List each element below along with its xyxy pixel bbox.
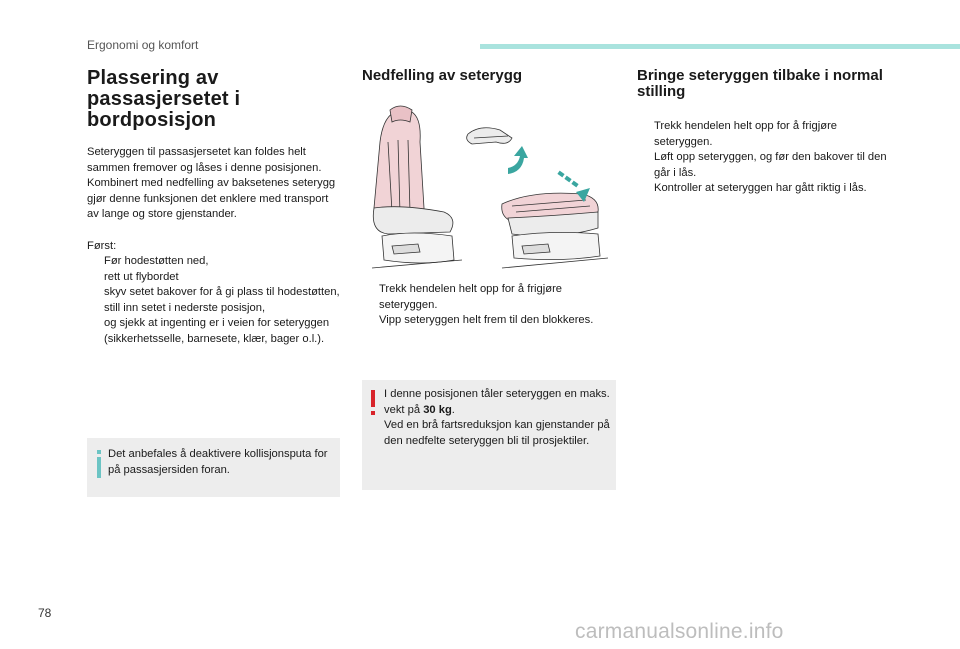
heading-fold-down: Nedfelling av seterygg bbox=[362, 67, 523, 84]
heading-table-position: Plassering av passasjersetet i bordposis… bbox=[87, 67, 241, 131]
list-item: Trekk hendelen helt opp for å frigjøre s… bbox=[379, 283, 563, 311]
section-header: Ergonomi og komfort bbox=[87, 38, 199, 52]
list-item: still inn setet i nederste posisjon, bbox=[104, 301, 266, 314]
max-weight-value: 30 kg bbox=[423, 403, 452, 416]
list-item: skyv setet bakover for å gi plass til ho… bbox=[104, 286, 340, 298]
info-note-box: Det anbefales å deaktivere kollisjonsput… bbox=[87, 438, 340, 497]
warning-note-box: I denne posisjonen tåler seteryggen en m… bbox=[362, 380, 616, 490]
fold-down-steps: Trekk hendelen helt opp for å frigjøre s… bbox=[362, 282, 616, 329]
column-table-position: Plassering av passasjersetet i bordposis… bbox=[87, 66, 342, 347]
restore-steps-list: Trekk hendelen helt opp for å frigjøre s… bbox=[637, 119, 897, 197]
list-item: og sjekk at ingenting er i veien for set… bbox=[104, 317, 330, 345]
warning-exclamation-icon bbox=[371, 390, 375, 415]
intro-paragraph: Seteryggen til passasjersetet kan foldes… bbox=[87, 146, 336, 220]
info-icon bbox=[97, 450, 101, 478]
column-restore-backrest: Bringe seteryggen tilbake i normal still… bbox=[637, 66, 897, 197]
first-label: Først: bbox=[87, 239, 117, 252]
list-item: Løft opp seteryggen, og før den bakover … bbox=[654, 151, 887, 179]
list-item: Vipp seteryggen helt frem til den blokke… bbox=[379, 314, 594, 326]
list-item: Trekk hendelen helt opp for å frigjøre s… bbox=[654, 120, 838, 148]
info-note-text: Det anbefales å deaktivere kollisjonsput… bbox=[108, 448, 328, 476]
fold-steps-list: Trekk hendelen helt opp for å frigjøre s… bbox=[362, 282, 616, 329]
list-item: Kontroller at seteryggen har gått riktig… bbox=[654, 182, 867, 194]
lift-arrow-icon bbox=[508, 146, 528, 174]
fold-arrow-icon bbox=[557, 170, 590, 202]
list-item: Før hodestøtten ned, bbox=[104, 255, 209, 267]
heading-restore-backrest: Bringe seteryggen tilbake i normal still… bbox=[637, 67, 883, 100]
upright-seat-drawing bbox=[371, 105, 463, 269]
seat-folding-illustration bbox=[371, 105, 609, 269]
list-item: rett ut flybordet bbox=[104, 270, 179, 283]
column-fold-down: Nedfelling av seterygg bbox=[362, 66, 616, 84]
steps-list: Før hodestøtten ned, rett ut flybordet s… bbox=[87, 254, 342, 347]
folded-seat-drawing bbox=[466, 127, 609, 269]
warning-note-text: I denne posisjonen tåler seteryggen en m… bbox=[384, 388, 610, 447]
page-number: 78 bbox=[38, 606, 52, 620]
section-accent-bar bbox=[480, 44, 960, 49]
watermark: carmanualsonline.info bbox=[575, 620, 784, 643]
